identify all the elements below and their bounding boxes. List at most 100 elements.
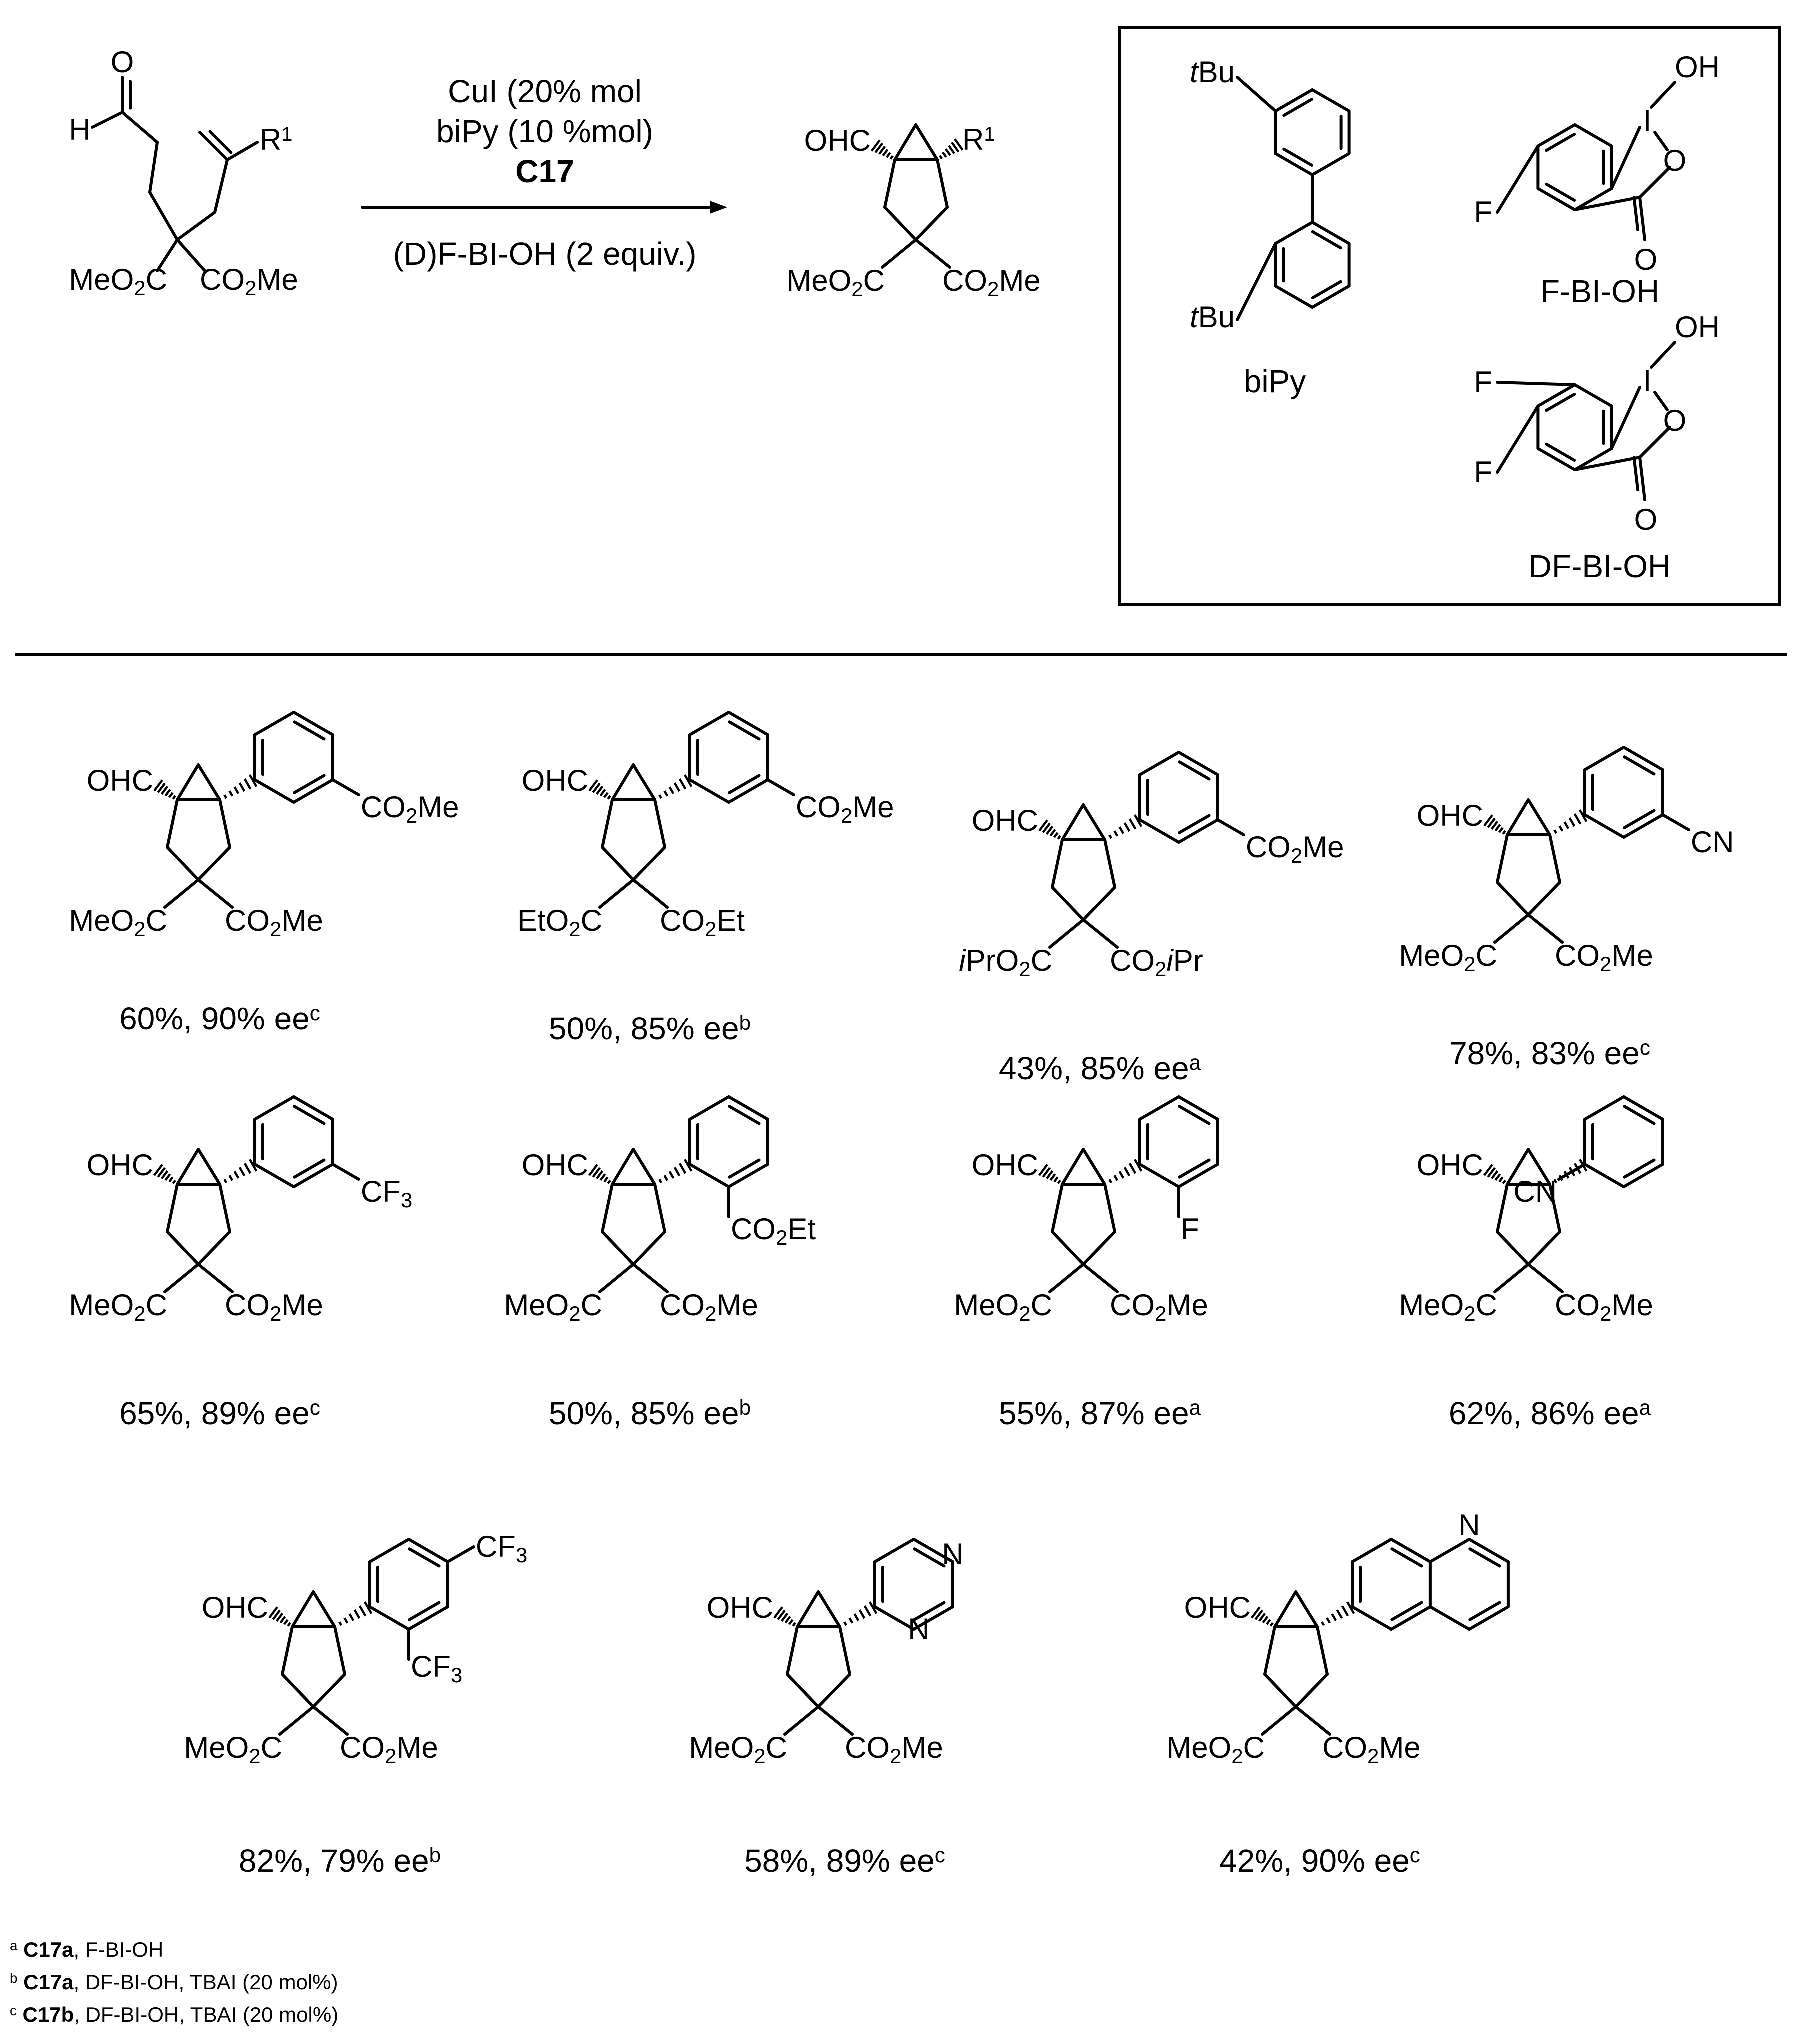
bond <box>1527 1148 1551 1186</box>
bond <box>1048 918 1085 949</box>
hash-stroke <box>792 1622 796 1627</box>
bond <box>688 1095 730 1121</box>
bond <box>1390 1547 1423 1568</box>
hash-stroke <box>223 794 228 799</box>
bond <box>292 1163 334 1188</box>
bond <box>1311 284 1351 309</box>
ester-right-label: CO2Me <box>1322 1731 1421 1768</box>
f-label: F <box>1474 455 1492 489</box>
hashed-wedge-bond <box>1108 814 1143 839</box>
bond <box>1178 1158 1211 1179</box>
hash-stroke <box>358 1605 367 1617</box>
aryl-substituent-label: CF3 <box>476 1530 527 1567</box>
hash-stroke <box>1326 1617 1331 1624</box>
bond <box>218 1183 231 1233</box>
bond <box>293 774 326 794</box>
hash-stroke <box>348 1613 355 1621</box>
bond <box>1493 1263 1530 1293</box>
bond <box>1467 1605 1510 1631</box>
bond <box>1082 1263 1119 1293</box>
bond <box>1622 1163 1664 1188</box>
hash-stroke <box>592 782 601 793</box>
hashed-wedge-bond <box>1553 809 1588 834</box>
bond <box>601 1230 635 1266</box>
ester-left-label: iPrO2C <box>959 944 1052 981</box>
bond <box>1536 447 1576 471</box>
bond <box>1282 97 1314 117</box>
hash-stroke <box>223 1179 228 1184</box>
bond <box>333 1625 346 1676</box>
aryl-substituent-label: CO2Me <box>361 790 459 827</box>
bond <box>1493 913 1530 944</box>
bond <box>1573 196 1641 211</box>
hash-stroke <box>172 795 176 800</box>
bond <box>1274 221 1314 245</box>
hash-stroke <box>1502 1179 1506 1184</box>
bond <box>1048 1263 1085 1293</box>
bond <box>1661 813 1690 831</box>
bond <box>936 158 949 209</box>
bond <box>208 130 233 154</box>
hash-stroke <box>603 1176 609 1183</box>
ohc-label: OHC <box>972 804 1038 837</box>
hash-stroke <box>678 1163 687 1174</box>
bond <box>873 1538 915 1563</box>
hash-stroke <box>1262 1616 1269 1624</box>
bond <box>408 1601 441 1621</box>
bond <box>1311 88 1351 113</box>
ester-right-label: CO2Me <box>845 1731 943 1768</box>
oh-label: OH <box>1675 310 1720 344</box>
bond <box>1496 833 1509 884</box>
hash-stroke <box>1042 822 1051 833</box>
hash-stroke <box>784 1616 791 1624</box>
bond <box>817 1673 851 1708</box>
catalyst-label: C17 <box>515 153 574 189</box>
hash-stroke <box>1491 820 1499 830</box>
bond <box>312 1590 336 1628</box>
footnote-b: b C17a, DF-BI-OH, TBAI (20 mol%) <box>10 1970 338 1994</box>
bond <box>598 878 635 909</box>
bond <box>331 778 360 796</box>
bipy-name: biPy <box>1244 363 1306 399</box>
bond <box>446 1545 475 1563</box>
hash-stroke <box>1049 1173 1056 1181</box>
hash-stroke <box>853 1613 860 1621</box>
bond <box>1178 814 1211 834</box>
bond <box>368 1605 410 1631</box>
hashed-wedge-bond <box>1038 819 1061 840</box>
ester-left-label: MeO2C <box>1166 1731 1265 1768</box>
hashed-wedge-bond <box>871 139 894 160</box>
bond <box>1138 1163 1180 1188</box>
ester-left-label: MeO2C <box>1399 1288 1497 1325</box>
bond <box>1061 1148 1085 1186</box>
hash-stroke <box>353 1609 361 1619</box>
bond <box>1527 798 1551 836</box>
bond <box>653 798 666 849</box>
bond <box>197 878 234 909</box>
ester-right-label: CO2Me <box>660 1288 758 1325</box>
bond <box>1468 1547 1501 1568</box>
bond <box>226 141 259 161</box>
bond <box>1548 833 1561 884</box>
hash-stroke <box>1108 1179 1113 1184</box>
bond <box>913 1601 946 1621</box>
hash-stroke <box>249 1159 258 1172</box>
bond <box>281 1625 294 1676</box>
ohc-label: OHC <box>87 764 153 797</box>
hashed-wedge-bond <box>1321 1601 1355 1626</box>
hash-stroke <box>848 1617 854 1624</box>
bond <box>786 1673 820 1708</box>
hash-stroke <box>283 1619 289 1625</box>
ohc-label: OHC <box>202 1591 268 1624</box>
bond <box>253 778 295 804</box>
hash-stroke <box>161 785 169 795</box>
r1-label: R1 <box>260 123 292 156</box>
bond <box>1263 1625 1276 1676</box>
iodine-label: I <box>1643 364 1652 397</box>
hash-stroke <box>951 141 960 153</box>
